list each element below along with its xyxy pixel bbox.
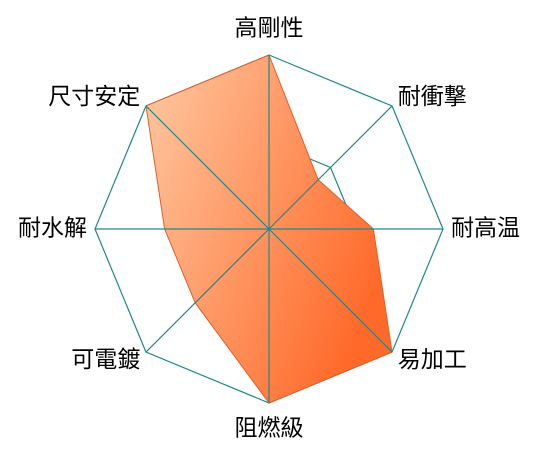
axis-label-7: 尺寸安定 bbox=[48, 84, 140, 110]
spoke-1 bbox=[268, 105, 393, 230]
spoke-3 bbox=[268, 228, 393, 353]
axis-label-6: 耐水解 bbox=[18, 216, 87, 242]
spoke-5 bbox=[145, 228, 270, 353]
axis-label-0: 高剛性 bbox=[235, 16, 304, 42]
spoke-7 bbox=[145, 105, 270, 230]
axis-label-4: 阻燃級 bbox=[235, 416, 304, 442]
axis-label-3: 易加工 bbox=[398, 347, 467, 373]
axis-label-2: 耐高温 bbox=[451, 216, 520, 242]
axis-label-5: 可電鍍 bbox=[71, 347, 140, 373]
axis-label-1: 耐衝撃 bbox=[398, 84, 467, 110]
radar-spokes bbox=[95, 55, 443, 403]
